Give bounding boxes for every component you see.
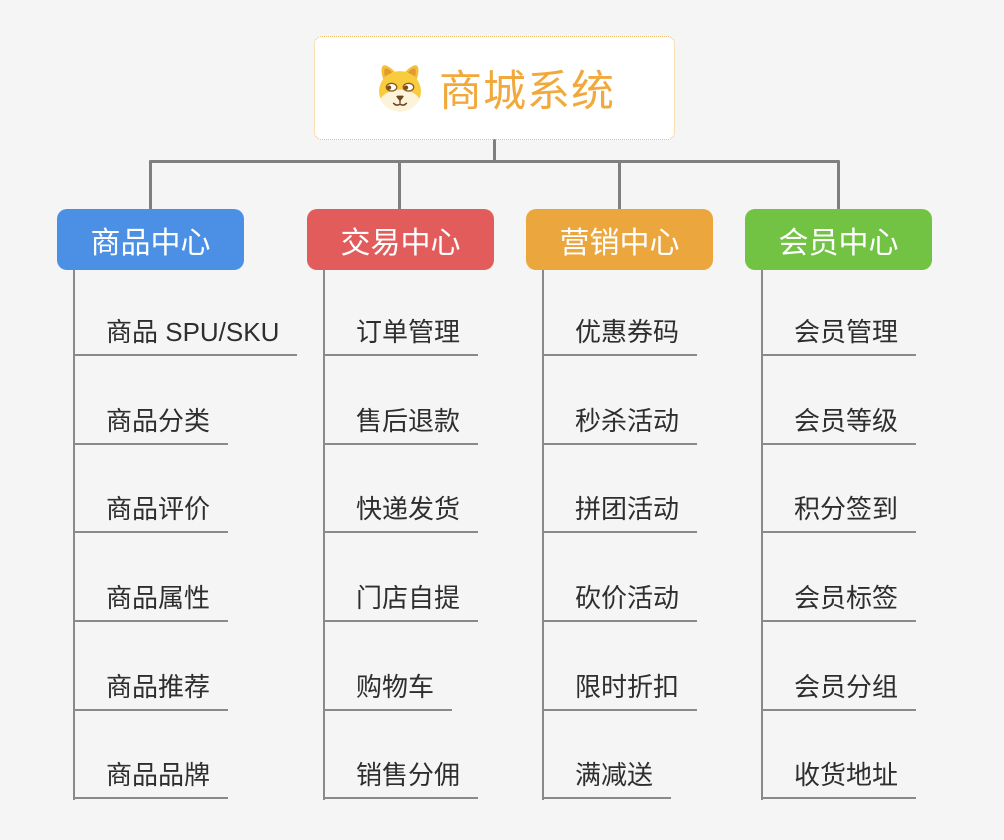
branch-node-marketing-center[interactable]: 营销中心 [526,209,713,270]
branch-node-product-center[interactable]: 商品中心 [57,209,244,270]
leaf-node[interactable]: 商品属性 [73,533,323,623]
leaf-node-label: 商品推荐 [73,667,229,711]
connector-trunk-marketing-center [542,270,544,800]
leaf-node[interactable]: 商品 SPU/SKU [73,270,323,356]
leaf-node[interactable]: 优惠券码 [542,270,792,356]
leaf-node-label: 商品属性 [73,578,229,623]
leaf-node-label: 满减送 [542,755,672,800]
connector-stub-product-center [149,160,152,210]
shiba-dog-icon [379,65,421,112]
leaf-node[interactable]: 商品品牌 [73,711,323,800]
leaf-list: 优惠券码秒杀活动拼团活动砍价活动限时折扣满减送 [542,270,792,800]
leaf-node[interactable]: 积分签到 [761,445,1004,534]
branch-node-label: 营销中心 [559,226,680,260]
leaf-node[interactable]: 快递发货 [323,445,573,534]
leaf-node[interactable]: 秒杀活动 [542,356,792,445]
leaf-node-label: 商品分类 [73,401,229,445]
leaf-node[interactable]: 会员标签 [761,533,1004,623]
leaf-node[interactable]: 砍价活动 [542,533,792,623]
leaf-node[interactable]: 订单管理 [323,270,573,356]
leaf-node[interactable]: 收货地址 [761,711,1004,800]
leaf-node-label: 销售分佣 [323,755,479,800]
leaf-node[interactable]: 拼团活动 [542,445,792,534]
leaf-node[interactable]: 会员管理 [761,270,1004,356]
leaf-node[interactable]: 商品评价 [73,445,323,534]
leaf-node-label: 会员等级 [761,401,917,445]
branch-node-member-center[interactable]: 会员中心 [745,209,932,270]
leaf-column-marketing-center: 优惠券码秒杀活动拼团活动砍价活动限时折扣满减送 [542,270,792,800]
leaf-column-product-center: 商品 SPU/SKU 商品分类商品评价商品属性商品推荐商品品牌 [73,270,323,800]
leaf-node[interactable]: 门店自提 [323,533,573,623]
leaf-node-label: 会员标签 [761,578,917,623]
leaf-node-label: 商品品牌 [73,755,229,800]
branch-node-label: 会员中心 [778,226,899,260]
leaf-node-label: 商品评价 [73,489,229,534]
root-node[interactable]: 商城系统 [314,36,675,140]
connector-trunk-member-center [761,270,763,800]
leaf-node-label: 商品 SPU/SKU [73,312,298,356]
leaf-node-label: 砍价活动 [542,578,698,623]
connector-trunk-product-center [73,270,75,800]
leaf-node[interactable]: 限时折扣 [542,622,792,711]
connector-trunk-trade-center [323,270,325,800]
leaf-node-label: 售后退款 [323,401,479,445]
leaf-node[interactable]: 会员等级 [761,356,1004,445]
branch-node-trade-center[interactable]: 交易中心 [307,209,494,270]
leaf-node-label: 购物车 [323,667,453,711]
connector-stub-member-center [837,160,840,210]
leaf-node-label: 秒杀活动 [542,401,698,445]
connector-stub-trade-center [398,160,401,210]
leaf-list: 会员管理会员等级积分签到会员标签会员分组收货地址 [761,270,1004,800]
leaf-node-label: 会员分组 [761,667,917,711]
leaf-node-label: 会员管理 [761,312,917,356]
connector-stub-marketing-center [618,160,621,210]
connector-horizontal-bar [149,160,840,163]
root-node-title: 商城系统 [439,68,615,116]
leaf-node[interactable]: 商品分类 [73,356,323,445]
leaf-node[interactable]: 销售分佣 [323,711,573,800]
branch-node-label: 交易中心 [340,226,461,260]
branch-node-label: 商品中心 [90,226,211,260]
leaf-node-label: 订单管理 [323,312,479,356]
connector-root-stub [493,139,496,163]
leaf-node-label: 快递发货 [323,489,479,534]
leaf-column-member-center: 会员管理会员等级积分签到会员标签会员分组收货地址 [761,270,1004,800]
leaf-node[interactable]: 满减送 [542,711,792,800]
leaf-node-label: 门店自提 [323,578,479,623]
leaf-node-label: 积分签到 [761,489,917,534]
leaf-node-label: 限时折扣 [542,667,698,711]
leaf-column-trade-center: 订单管理售后退款快递发货门店自提购物车销售分佣 [323,270,573,800]
leaf-list: 商品 SPU/SKU 商品分类商品评价商品属性商品推荐商品品牌 [73,270,323,800]
leaf-node[interactable]: 售后退款 [323,356,573,445]
leaf-list: 订单管理售后退款快递发货门店自提购物车销售分佣 [323,270,573,800]
leaf-node-label: 优惠券码 [542,312,698,356]
leaf-node[interactable]: 商品推荐 [73,622,323,711]
leaf-node-label: 收货地址 [761,755,917,800]
leaf-node-label: 拼团活动 [542,489,698,534]
leaf-node[interactable]: 会员分组 [761,622,1004,711]
leaf-node[interactable]: 购物车 [323,622,573,711]
